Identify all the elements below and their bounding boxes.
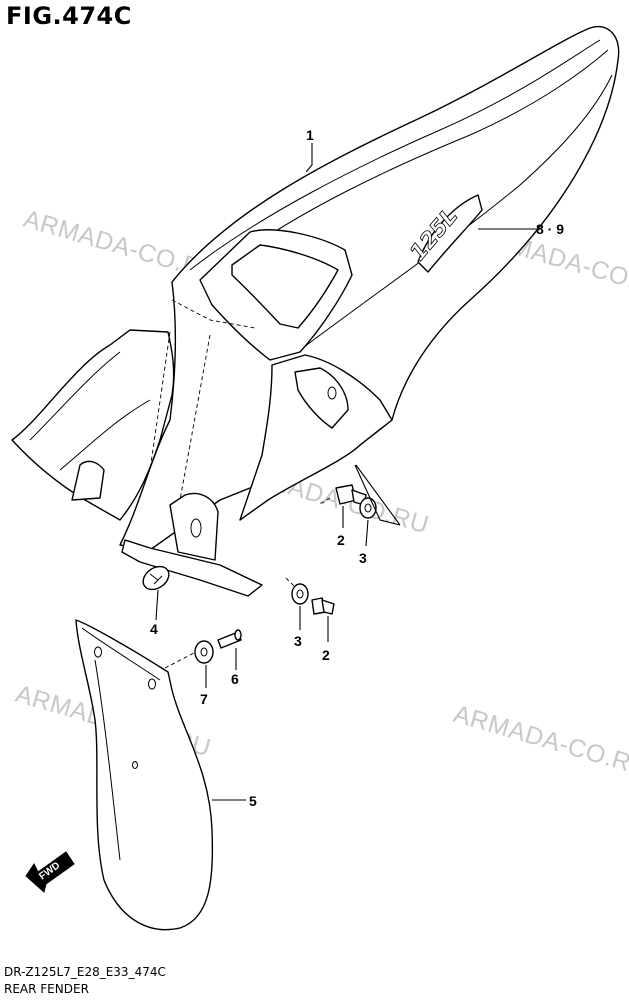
rear-fender-part-1[interactable]: 125L (11, 25, 620, 597)
figure-name: REAR FENDER (4, 982, 89, 996)
callout-3-lower: 3 (294, 633, 302, 649)
callout-4: 4 (150, 621, 158, 637)
screw-part-6[interactable] (217, 629, 242, 649)
callout-5: 5 (249, 793, 257, 809)
washer-part-7[interactable] (194, 640, 214, 664)
watermark-5: ARMADA-CO.RU (450, 700, 629, 783)
callout-3-upper: 3 (359, 550, 367, 566)
washer-part-3-upper[interactable] (359, 497, 377, 519)
fwd-arrow-icon: FWD (25, 851, 75, 893)
figure-code: DR-Z125L7_E28_E33_474C (4, 965, 166, 979)
callout-6: 6 (231, 671, 239, 687)
mud-flap-part-5[interactable] (75, 619, 214, 931)
bolt-part-2-lower[interactable] (311, 597, 335, 615)
clip-part-4[interactable] (139, 562, 173, 594)
washer-part-3-lower[interactable] (291, 583, 309, 605)
callout-8-9: 8 · 9 (536, 221, 564, 237)
figure-title: FIG.474C (6, 2, 132, 30)
callout-1: 1 (306, 127, 314, 143)
callout-2-upper: 2 (337, 532, 345, 548)
callout-7: 7 (200, 691, 208, 707)
callout-2-lower: 2 (322, 647, 330, 663)
